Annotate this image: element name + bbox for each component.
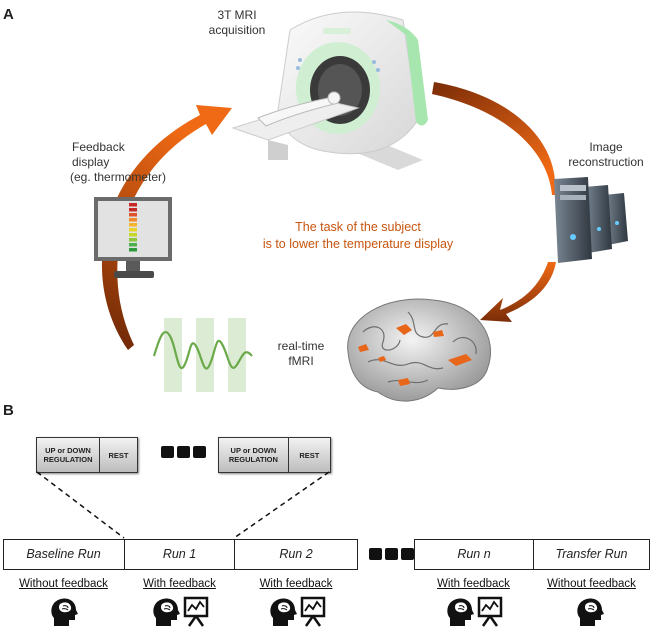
thermometer-bars (129, 203, 137, 252)
computer-towers-icon (554, 177, 628, 263)
condition-run-2: With feedback (259, 578, 333, 590)
zoom-connectors (36, 471, 330, 539)
arrow-recon-to-brain (480, 262, 556, 322)
brain-activation-icon (347, 298, 492, 402)
ellipsis-top (161, 446, 206, 458)
dot (369, 548, 382, 560)
panel-b-letter: B (3, 402, 14, 419)
run-group-right (414, 539, 650, 570)
feedback-display-label: Feedback display (eg. thermometer) (38, 140, 168, 185)
divider (533, 539, 534, 570)
run-transfer: Transfer Run (555, 546, 628, 561)
recon-label-line2: reconstruction (568, 155, 644, 169)
run-1: Run 1 (162, 546, 197, 561)
task-text: The task of the subject is to lower the … (218, 219, 498, 253)
regulation-line1: UP or DOWN (45, 446, 91, 455)
dot (401, 548, 414, 560)
mri-label-line2: acquisition (208, 23, 266, 37)
display-icon (183, 596, 209, 628)
run-n: Run n (457, 546, 491, 561)
fmri-label: real-time fMRI (266, 339, 336, 369)
feedback-label-line1: Feedback (72, 140, 125, 154)
condition-transfer: Without feedback (547, 578, 636, 590)
condition-baseline: Without feedback (19, 578, 108, 590)
rest-cell: REST (108, 450, 129, 460)
ellipsis-runs (369, 548, 414, 560)
run-group-left (3, 539, 358, 570)
task-text-line1: The task of the subject (295, 220, 421, 234)
head-icon (576, 597, 605, 627)
panel-a-letter: A (3, 6, 14, 23)
regulation-line2: REGULATION (228, 455, 278, 464)
display-icon (477, 596, 503, 628)
regulation-line2: REGULATION (43, 455, 93, 464)
arrow-feedback-to-mri (101, 105, 232, 350)
head-icon (152, 597, 181, 627)
run-baseline: Baseline Run (26, 546, 101, 561)
dot (177, 446, 190, 458)
dot (385, 548, 398, 560)
mri-label-line1: 3T MRI (217, 8, 257, 22)
fmri-label-line2: fMRI (288, 354, 314, 368)
condition-run-n: With feedback (437, 578, 510, 590)
rest-cell: REST (299, 450, 320, 460)
image-reconstruction-label: Image reconstruction (568, 140, 644, 170)
mri-label: 3T MRI acquisition (192, 8, 282, 38)
run-sequence: Baseline Run Run 1 Run 2 Run n Transfer … (3, 539, 650, 570)
dot (161, 446, 174, 458)
feedback-label-line2: display (72, 155, 110, 169)
regulation-line1: UP or DOWN (230, 446, 277, 455)
condition-run-1: With feedback (143, 578, 216, 590)
dot (193, 446, 206, 458)
arrow-mri-to-recon (432, 82, 556, 195)
recon-label-line1: Image (589, 140, 623, 154)
mri-scanner-illustration (231, 11, 428, 170)
head-icon (269, 597, 298, 627)
run-2: Run 2 (279, 546, 313, 561)
fmri-signal-plot (152, 318, 253, 392)
divider (124, 539, 125, 570)
head-icon (446, 597, 475, 627)
fmri-label-line1: real-time (277, 339, 325, 353)
divider (234, 539, 235, 570)
task-text-line2: is to lower the temperature display (262, 237, 454, 251)
display-icon (300, 596, 326, 628)
cycle-arrows (101, 82, 556, 350)
thermometer-monitor-icon (94, 197, 172, 278)
head-icon (50, 597, 79, 627)
feedback-label-line3: (eg. thermometer) (70, 170, 167, 184)
run-icons (50, 596, 605, 628)
